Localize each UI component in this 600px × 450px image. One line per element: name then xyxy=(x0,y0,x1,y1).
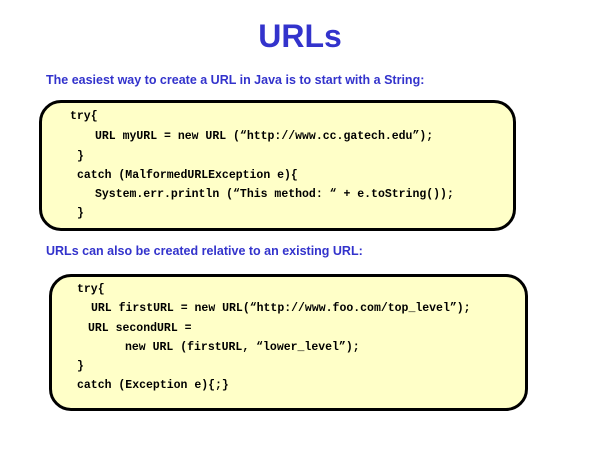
code-line: } xyxy=(77,360,84,373)
code-box-1 xyxy=(39,100,516,231)
code-line: System.err.println (“This method: “ + e.… xyxy=(95,188,454,201)
slide-title: URLs xyxy=(258,18,342,54)
code-line: URL myURL = new URL (“http://www.cc.gate… xyxy=(95,130,434,143)
code-line: catch (Exception e){;} xyxy=(77,379,229,392)
code-line: } xyxy=(77,207,84,220)
code-line: try{ xyxy=(77,283,105,296)
intro-text-2: URLs can also be created relative to an … xyxy=(46,244,363,258)
code-line: } xyxy=(77,150,84,163)
code-line: URL firstURL = new URL(“http://www.foo.c… xyxy=(91,302,471,315)
code-line: URL secondURL = xyxy=(88,322,192,335)
code-line: catch (MalformedURLException e){ xyxy=(77,169,298,182)
intro-text-1: The easiest way to create a URL in Java … xyxy=(46,73,425,87)
code-box-2 xyxy=(49,274,528,411)
code-line: try{ xyxy=(70,110,98,123)
code-line: new URL (firstURL, “lower_level”); xyxy=(125,341,360,354)
